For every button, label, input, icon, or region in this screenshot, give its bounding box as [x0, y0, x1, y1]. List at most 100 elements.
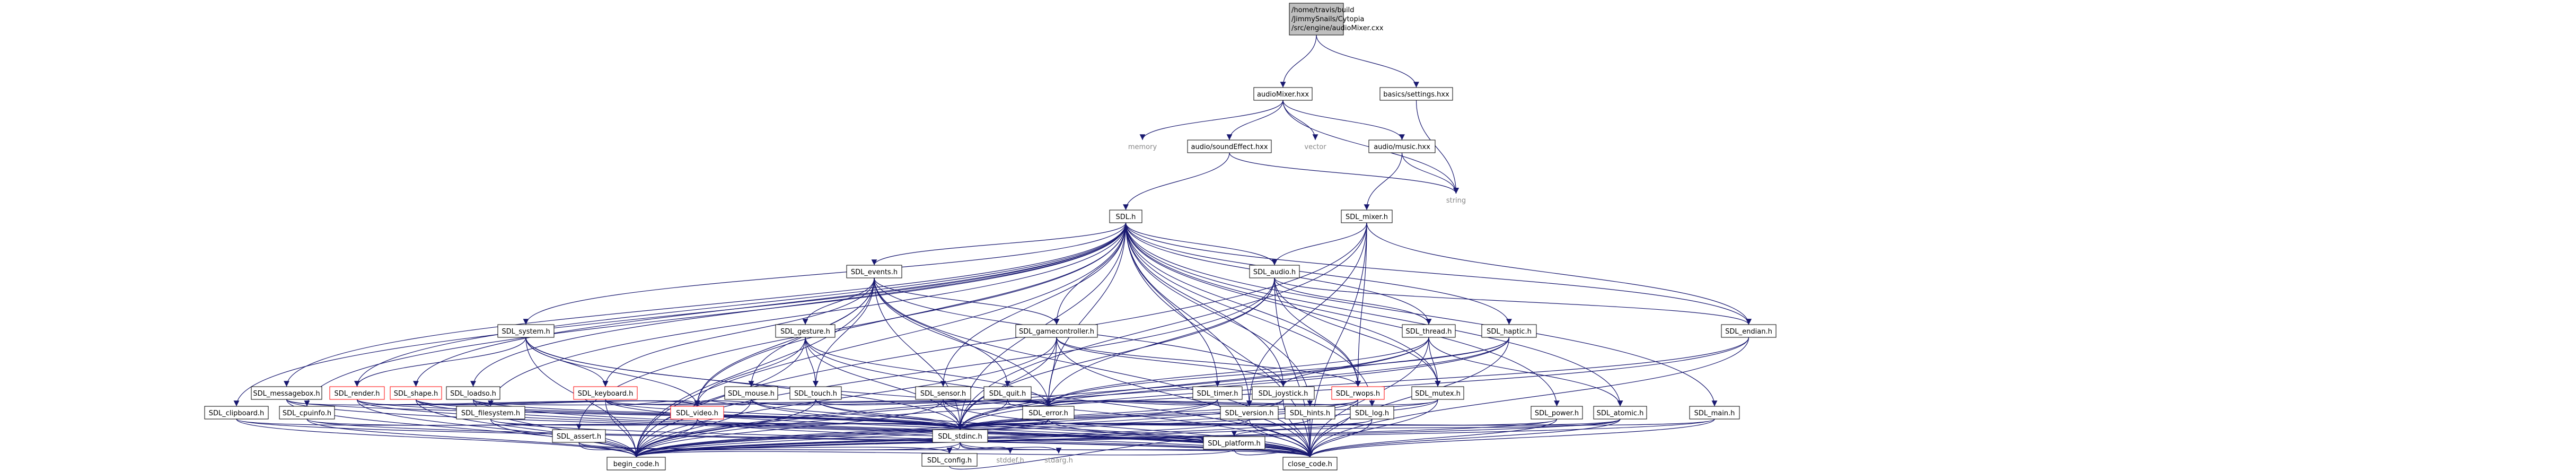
edge-audiomixer_hxx-to-memory [1139, 100, 1283, 141]
node-box [1368, 139, 1436, 153]
node-sdl-power-h[interactable]: SDL_power.h [1531, 406, 1583, 420]
node-memory: memory [1128, 143, 1157, 151]
node-sdl-mouse-h[interactable]: SDL_mouse.h [724, 386, 778, 400]
edge-sdl_gesture_h-to-sdl_error_h [805, 337, 1051, 407]
node-sdl-h[interactable]: SDL.h [1109, 210, 1142, 223]
edge-sdl_mutex_h-to-sdl_error_h [1045, 399, 1438, 407]
node-sdl-keyboard-h[interactable]: SDL_keyboard.h [573, 386, 638, 400]
node-sdl-video-h[interactable]: SDL_video.h [670, 406, 724, 420]
node-sdl-atomic-h[interactable]: SDL_atomic.h [1593, 406, 1647, 420]
edge-sdl_shape_h-to-close_code_h [415, 399, 1313, 458]
node-label: SDL_config.h [927, 457, 972, 465]
node-sdl-sensor-h[interactable]: SDL_sensor.h [915, 386, 971, 400]
node-sdl-haptic-h[interactable]: SDL_haptic.h [1481, 324, 1537, 338]
node-box [1331, 386, 1385, 400]
node-sdl-gamecontroller-h[interactable]: SDL_gamecontroller.h [1015, 324, 1098, 338]
edge-sdl_h-to-sdl_shape_h [413, 222, 1127, 387]
node-label: SDL_platform.h [1208, 440, 1261, 448]
edge-sdl_mixer_h-to-sdl_audio_h [1271, 222, 1367, 266]
edge-audio_music_hxx-to-sdl_mixer_h [1364, 152, 1403, 211]
node-label: basics/settings.hxx [1383, 91, 1449, 99]
node-sdl-messagebox-h[interactable]: SDL_messagebox.h [251, 386, 322, 400]
node-sdl-error-h[interactable]: SDL_error.h [1022, 406, 1075, 420]
node-sdl-system-h[interactable]: SDL_system.h [497, 324, 555, 338]
node-sdl-rwops-h[interactable]: SDL_rwops.h [1331, 386, 1385, 400]
edge-sdl_main_h-to-sdl_stdinc_h [957, 418, 1715, 430]
edge-sdl_joystick_h-to-sdl_stdinc_h [957, 399, 1284, 430]
node-sdl-cpuinfo-h[interactable]: SDL_cpuinfo.h [279, 406, 335, 420]
node-audio-music-hxx[interactable]: audio/music.hxx [1368, 139, 1436, 153]
edge-sdl_gesture_h-to-sdl_stdinc_h [805, 337, 963, 430]
edge-sdl_mixer_h-to-sdl_rwops_h [1355, 222, 1367, 387]
node-box [670, 406, 724, 420]
node-box [921, 453, 978, 467]
node-box [915, 386, 971, 400]
node-box [1531, 406, 1583, 420]
node-sdl-assert-h[interactable]: SDL_assert.h [552, 429, 606, 443]
node-label: SDL_log.h [1355, 409, 1389, 417]
node-sdl-touch-h[interactable]: SDL_touch.h [789, 386, 842, 400]
edge-root-to-audiomixer_hxx [1280, 34, 1317, 88]
node-sdl-platform-h[interactable]: SDL_platform.h [1203, 436, 1265, 450]
node-sdl-quit-h[interactable]: SDL_quit.h [983, 386, 1032, 400]
node-sdl-stdinc-h[interactable]: SDL_stdinc.h [932, 429, 988, 443]
node-box [1252, 386, 1315, 400]
node-box [1341, 210, 1393, 223]
edge-sdl_sensor_h-to-close_code_h [943, 399, 1313, 458]
node-sdl-config-h[interactable]: SDL_config.h [921, 453, 978, 467]
node-label: SDL_shape.h [394, 390, 438, 398]
edge-sdl_events_h-to-sdl_keyboard_h [602, 277, 875, 387]
edge-root-to-basics_settings_hxx [1316, 34, 1419, 88]
node-layer: /home/travis/build/JimmySnails/Cytopia/s… [204, 3, 1777, 470]
node-label: SDL_power.h [1535, 409, 1579, 417]
node-label: SDL_video.h [676, 409, 718, 417]
node-sdl-joystick-h[interactable]: SDL_joystick.h [1252, 386, 1315, 400]
node-sdl-audio-h[interactable]: SDL_audio.h [1249, 265, 1300, 278]
edge-sdl_rwops_h-to-sdl_error_h [1045, 399, 1359, 407]
edge-sdl_mouse_h-to-begin_code_h [633, 399, 752, 458]
node-box [446, 386, 500, 400]
node-sdl-main-h[interactable]: SDL_main.h [1689, 406, 1740, 420]
node-begin-code-h[interactable]: begin_code.h [606, 457, 666, 470]
node-sdl-shape-h[interactable]: SDL_shape.h [390, 386, 442, 400]
edge-sdl_h-to-sdl_power_h [1125, 222, 1560, 407]
node-audiomixer-hxx[interactable]: audioMixer.hxx [1253, 87, 1313, 101]
node-root[interactable]: /home/travis/build/JimmySnails/Cytopia/s… [1289, 3, 1384, 36]
edge-sdl_touch_h-to-begin_code_h [633, 399, 816, 458]
node-label: SDL_events.h [851, 268, 898, 276]
edge-sdl_endian_h-to-close_code_h [1307, 337, 1749, 458]
node-sdl-log-h[interactable]: SDL_log.h [1350, 406, 1394, 420]
node-sdl-render-h[interactable]: SDL_render.h [329, 386, 385, 400]
node-close-code-h[interactable]: close_code.h [1282, 457, 1338, 470]
node-label: SDL_error.h [1028, 409, 1068, 417]
node-sdl-mutex-h[interactable]: SDL_mutex.h [1411, 386, 1464, 400]
node-sdl-events-h[interactable]: SDL_events.h [846, 265, 902, 278]
node-sdl-mixer-h[interactable]: SDL_mixer.h [1341, 210, 1393, 223]
node-sdl-loadso-h[interactable]: SDL_loadso.h [446, 386, 500, 400]
node-box [1350, 406, 1394, 420]
node-sdl-timer-h[interactable]: SDL_timer.h [1192, 386, 1243, 400]
node-audio-soundeffect-hxx[interactable]: audio/soundEffect.hxx [1187, 139, 1272, 153]
node-basics-settings-hxx[interactable]: basics/settings.hxx [1379, 87, 1453, 101]
node-label: SDL_timer.h [1197, 390, 1238, 398]
edge-sdl_gesture_h-to-sdl_video_h [694, 337, 806, 407]
node-sdl-endian-h[interactable]: SDL_endian.h [1721, 324, 1777, 338]
edge-sdl_stdinc_h-to-sdl_config_h [946, 442, 961, 454]
node-label: string [1446, 197, 1466, 205]
edge-sdl_audio_h-to-sdl_endian_h [1274, 277, 1752, 325]
node-sdl-gesture-h[interactable]: SDL_gesture.h [775, 324, 836, 338]
edge-sdl_atomic_h-to-begin_code_h [634, 418, 1621, 458]
node-label: SDL_render.h [334, 390, 380, 398]
node-box [1220, 406, 1279, 420]
node-sdl-thread-h[interactable]: SDL_thread.h [1402, 324, 1456, 338]
edge-sdl_h-to-begin_code_h [633, 222, 1127, 458]
edge-basics_settings_hxx-to-string [1416, 100, 1459, 194]
node-sdl-clipboard-h[interactable]: SDL_clipboard.h [204, 406, 269, 420]
edge-sdl_h-to-sdl_atomic_h [1125, 222, 1623, 407]
node-sdl-hints-h[interactable]: SDL_hints.h [1285, 406, 1335, 420]
edge-sdl_sensor_h-to-begin_code_h [633, 399, 944, 458]
node-label: close_code.h [1288, 460, 1332, 468]
node-sdl-version-h[interactable]: SDL_version.h [1220, 406, 1279, 420]
node-sdl-filesystem-h[interactable]: SDL_filesystem.h [456, 406, 525, 420]
node-box [1411, 386, 1464, 400]
